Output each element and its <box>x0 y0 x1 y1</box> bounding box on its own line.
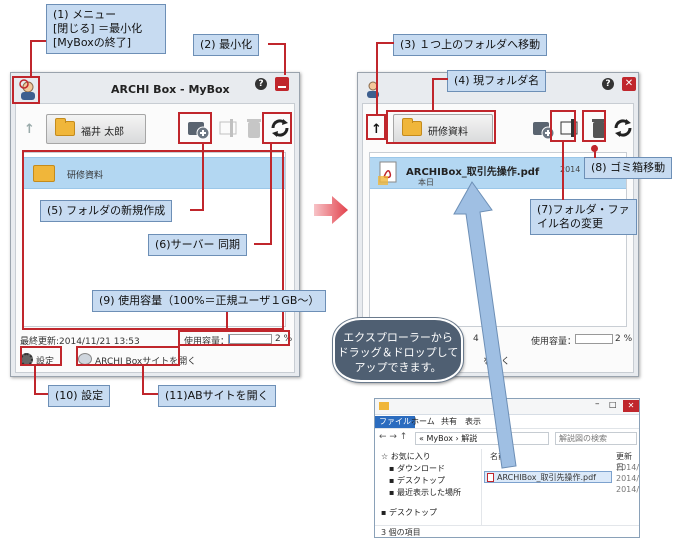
file-name: ARCHIBox_取引先操作.pdf <box>406 167 540 178</box>
back-forward-icons[interactable]: ← → ↑ <box>379 432 408 442</box>
marker-open-site <box>76 346 180 366</box>
folder-icon <box>33 165 55 182</box>
callout-usage: (9) 使用容量（100%＝正規ユーザ１GB～） <box>92 290 327 312</box>
drag-drop-tip: エクスプローラーから ドラッグ＆ドロップして アップできます。 <box>333 318 463 382</box>
marker-trash <box>582 110 606 142</box>
callout-menu: (1) メニュー [閉じる] ＝最小化 [MyBoxの終了] <box>46 4 166 54</box>
callout-new-folder: (5) フォルダの新規作成 <box>40 200 173 222</box>
column-name: 名前 <box>490 452 506 461</box>
callout-trash: (8) ゴミ箱移動 <box>584 157 673 179</box>
list-item[interactable]: 研修資料 <box>23 157 285 189</box>
callout-sync: (6)サーバー 同期 <box>148 234 247 256</box>
close-icon: ✕ <box>624 78 634 89</box>
list-item-label: 研修資料 <box>67 171 104 181</box>
settings-label: 設定 <box>36 357 55 367</box>
nav-favorites[interactable]: ☆ お気に入り <box>381 452 431 461</box>
close-button[interactable]: ✕ <box>622 77 636 91</box>
current-folder-button[interactable]: 研修資料 <box>393 114 493 144</box>
help-icon[interactable]: ? <box>602 78 614 90</box>
nav-recent[interactable]: ▪ 最近表示した場所 <box>389 488 461 497</box>
trash-icon[interactable] <box>587 116 611 140</box>
nav-desktop-2[interactable]: ▪ デスクトップ <box>381 508 437 517</box>
pdf-icon <box>487 473 494 482</box>
transition-arrow-icon <box>314 196 348 224</box>
marker-list-area <box>22 150 284 330</box>
rename-icon <box>218 116 242 140</box>
address-bar[interactable]: « MyBox › 解説 <box>415 432 549 445</box>
tab-file[interactable]: ファイル <box>375 416 415 428</box>
minimize-button[interactable] <box>275 77 289 91</box>
nav-downloads[interactable]: ▪ ダウンロード <box>389 464 445 473</box>
explorer-statusbar: 3 個の項目 <box>375 525 639 538</box>
window-title: ARCHI Box - MyBox <box>111 83 230 96</box>
trash-icon <box>242 116 266 140</box>
callout-rename: (7)フォルダ・ファ イル名の変更 <box>530 199 637 235</box>
new-folder-icon[interactable] <box>186 116 210 140</box>
folder-icon <box>402 118 422 136</box>
marker-up-folder <box>366 114 386 140</box>
pdf-icon <box>378 161 400 186</box>
drag-arrow <box>453 181 517 469</box>
marker-current-folder <box>386 110 496 144</box>
rename-icon[interactable] <box>559 116 583 140</box>
file-date: 2014/ <box>616 474 640 483</box>
marker-usage <box>178 330 290 346</box>
current-folder-button[interactable]: 福井 太郎 <box>46 114 146 144</box>
file-date: 2014/ <box>616 463 640 472</box>
file-date: 2014/ <box>616 485 640 494</box>
help-icon[interactable]: ? <box>255 78 267 90</box>
folder-icon <box>379 402 389 410</box>
callout-current-folder: (4) 現フォルダ名 <box>447 70 547 92</box>
sync-icon[interactable] <box>611 116 635 140</box>
list-item[interactable]: ARCHIBox_取引先操作.pdf 本日 2014 <box>370 157 626 189</box>
tab-home[interactable]: ホーム <box>411 417 435 426</box>
file-name: ARCHIBox_取引先操作.pdf <box>497 473 596 482</box>
explorer-window: – □ ✕ ファイル ホーム 共有 表示 ← → ↑ « MyBox › 解説 … <box>374 398 640 538</box>
last-updated-text-partial: 4 <box>473 334 479 344</box>
file-subtext: 本日 <box>418 178 434 187</box>
last-updated-text: 最終更新:2014/11/21 13:53 <box>20 337 140 347</box>
search-box[interactable]: 解説図の検索 <box>555 432 637 445</box>
folder-icon <box>55 118 75 136</box>
explorer-file-row[interactable]: ARCHIBox_取引先操作.pdf <box>484 471 612 483</box>
usage-label: 使用容量： <box>531 337 577 347</box>
usage-bar <box>228 334 272 344</box>
up-folder-icon[interactable]: ↑ <box>371 122 382 137</box>
usage-percent: 2 % <box>275 334 293 344</box>
usage-percent: 2 % <box>615 334 633 344</box>
callout-up-folder: (3) １つ上のフォルダへ移動 <box>393 34 548 56</box>
marker-menu <box>12 76 40 104</box>
tab-share[interactable]: 共有 <box>441 417 457 426</box>
nav-pane: ☆ お気に入り ▪ ダウンロード ▪ デスクトップ ▪ 最近表示した場所 ▪ デ… <box>375 449 479 525</box>
sync-icon[interactable] <box>268 116 292 140</box>
file-list: ARCHIBox_取引先操作.pdf 本日 2014 <box>369 152 627 327</box>
file-date: 2014 <box>560 165 581 174</box>
callout-settings: (10) 設定 <box>48 385 111 407</box>
usage-label: 使用容量： <box>184 337 230 347</box>
marker-rename <box>550 110 576 142</box>
marker-settings <box>20 346 62 366</box>
open-site-label: ARCHI Boxサイトを開く <box>95 357 197 367</box>
marker-sync <box>262 112 292 144</box>
close-button[interactable]: ✕ <box>623 400 639 412</box>
file-list-pane: 名前 更新日 2014/ ARCHIBox_取引先操作.pdf 2014/ 20… <box>481 449 639 525</box>
current-folder-label: 研修資料 <box>428 127 468 138</box>
marker-new-folder <box>178 112 212 144</box>
item-count: 3 個の項目 <box>381 528 421 537</box>
up-folder-icon[interactable]: ↑ <box>24 122 35 137</box>
tab-view[interactable]: 表示 <box>465 417 481 426</box>
usage-bar <box>575 334 613 344</box>
current-folder-label: 福井 太郎 <box>81 127 125 138</box>
callout-open-site: (11)ABサイトを開く <box>158 385 276 407</box>
minimize-icon <box>278 86 286 88</box>
nav-desktop[interactable]: ▪ デスクトップ <box>389 476 445 485</box>
menu-avatar-icon[interactable] <box>363 79 383 99</box>
callout-minimize: (2) 最小化 <box>193 34 260 56</box>
menu-avatar-icon[interactable] <box>17 79 39 101</box>
window-controls[interactable]: – □ ✕ <box>593 399 639 413</box>
column-date: 更新日 <box>616 452 632 472</box>
